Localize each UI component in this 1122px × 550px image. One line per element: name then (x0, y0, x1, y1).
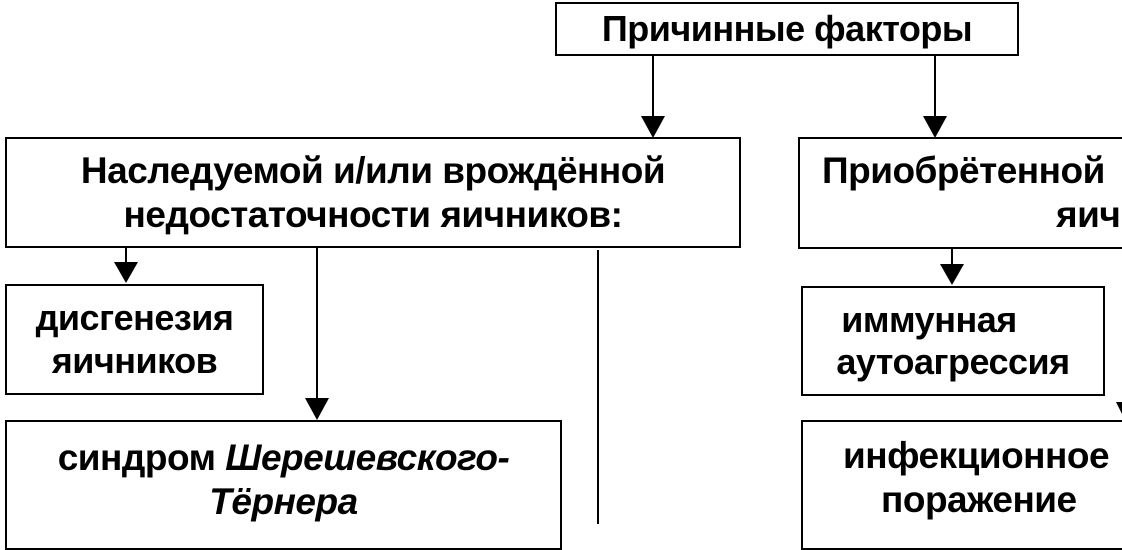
turner-node: синдром Шерешевского- Тёрнера (5, 420, 562, 550)
root-node: Причинные факторы (555, 2, 1019, 56)
turner-line2: Тёрнера (209, 480, 358, 522)
arrowhead-dysgenesis (114, 262, 138, 283)
turner-line1-plain: синдром (57, 437, 226, 478)
root-label: Причинные факторы (601, 7, 973, 49)
acquired-node: Приобрётенной яич (798, 137, 1122, 249)
dysgenesis-line1: дисгенезия (35, 297, 234, 339)
dysgenesis-node: дисгенезия яичников (5, 284, 264, 395)
acquired-line1: Приобрётенной (822, 150, 1105, 192)
arrowhead-partial (1116, 402, 1122, 414)
immune-node: иммунная аутоагрессия (801, 286, 1105, 396)
turner-line1: синдром Шерешевского- (58, 436, 510, 480)
inherited-line1: Наследуемой и/или врождённой (80, 149, 666, 191)
connectors (114, 56, 1122, 524)
immune-line2: аутоагрессия (836, 341, 1070, 382)
infection-line2: поражение (881, 478, 1077, 520)
acquired-line2: яич (1056, 194, 1121, 235)
infection-line1: инфекционное (843, 435, 1110, 476)
infection-node: инфекционное поражение (801, 420, 1122, 550)
inherited-line2: недостаточности яичников: (123, 193, 623, 235)
inherited-node: Наследуемой и/или врождённой недостаточн… (5, 137, 741, 248)
arrowhead-inherited (641, 116, 665, 138)
arrowhead-acquired (923, 116, 947, 138)
arrowhead-turner (305, 398, 329, 420)
dysgenesis-line2: яичников (51, 339, 218, 381)
arrowhead-immune (940, 264, 964, 285)
turner-line1-italic: Шерешевского- (225, 437, 510, 478)
immune-line1: иммунная (841, 298, 1017, 340)
